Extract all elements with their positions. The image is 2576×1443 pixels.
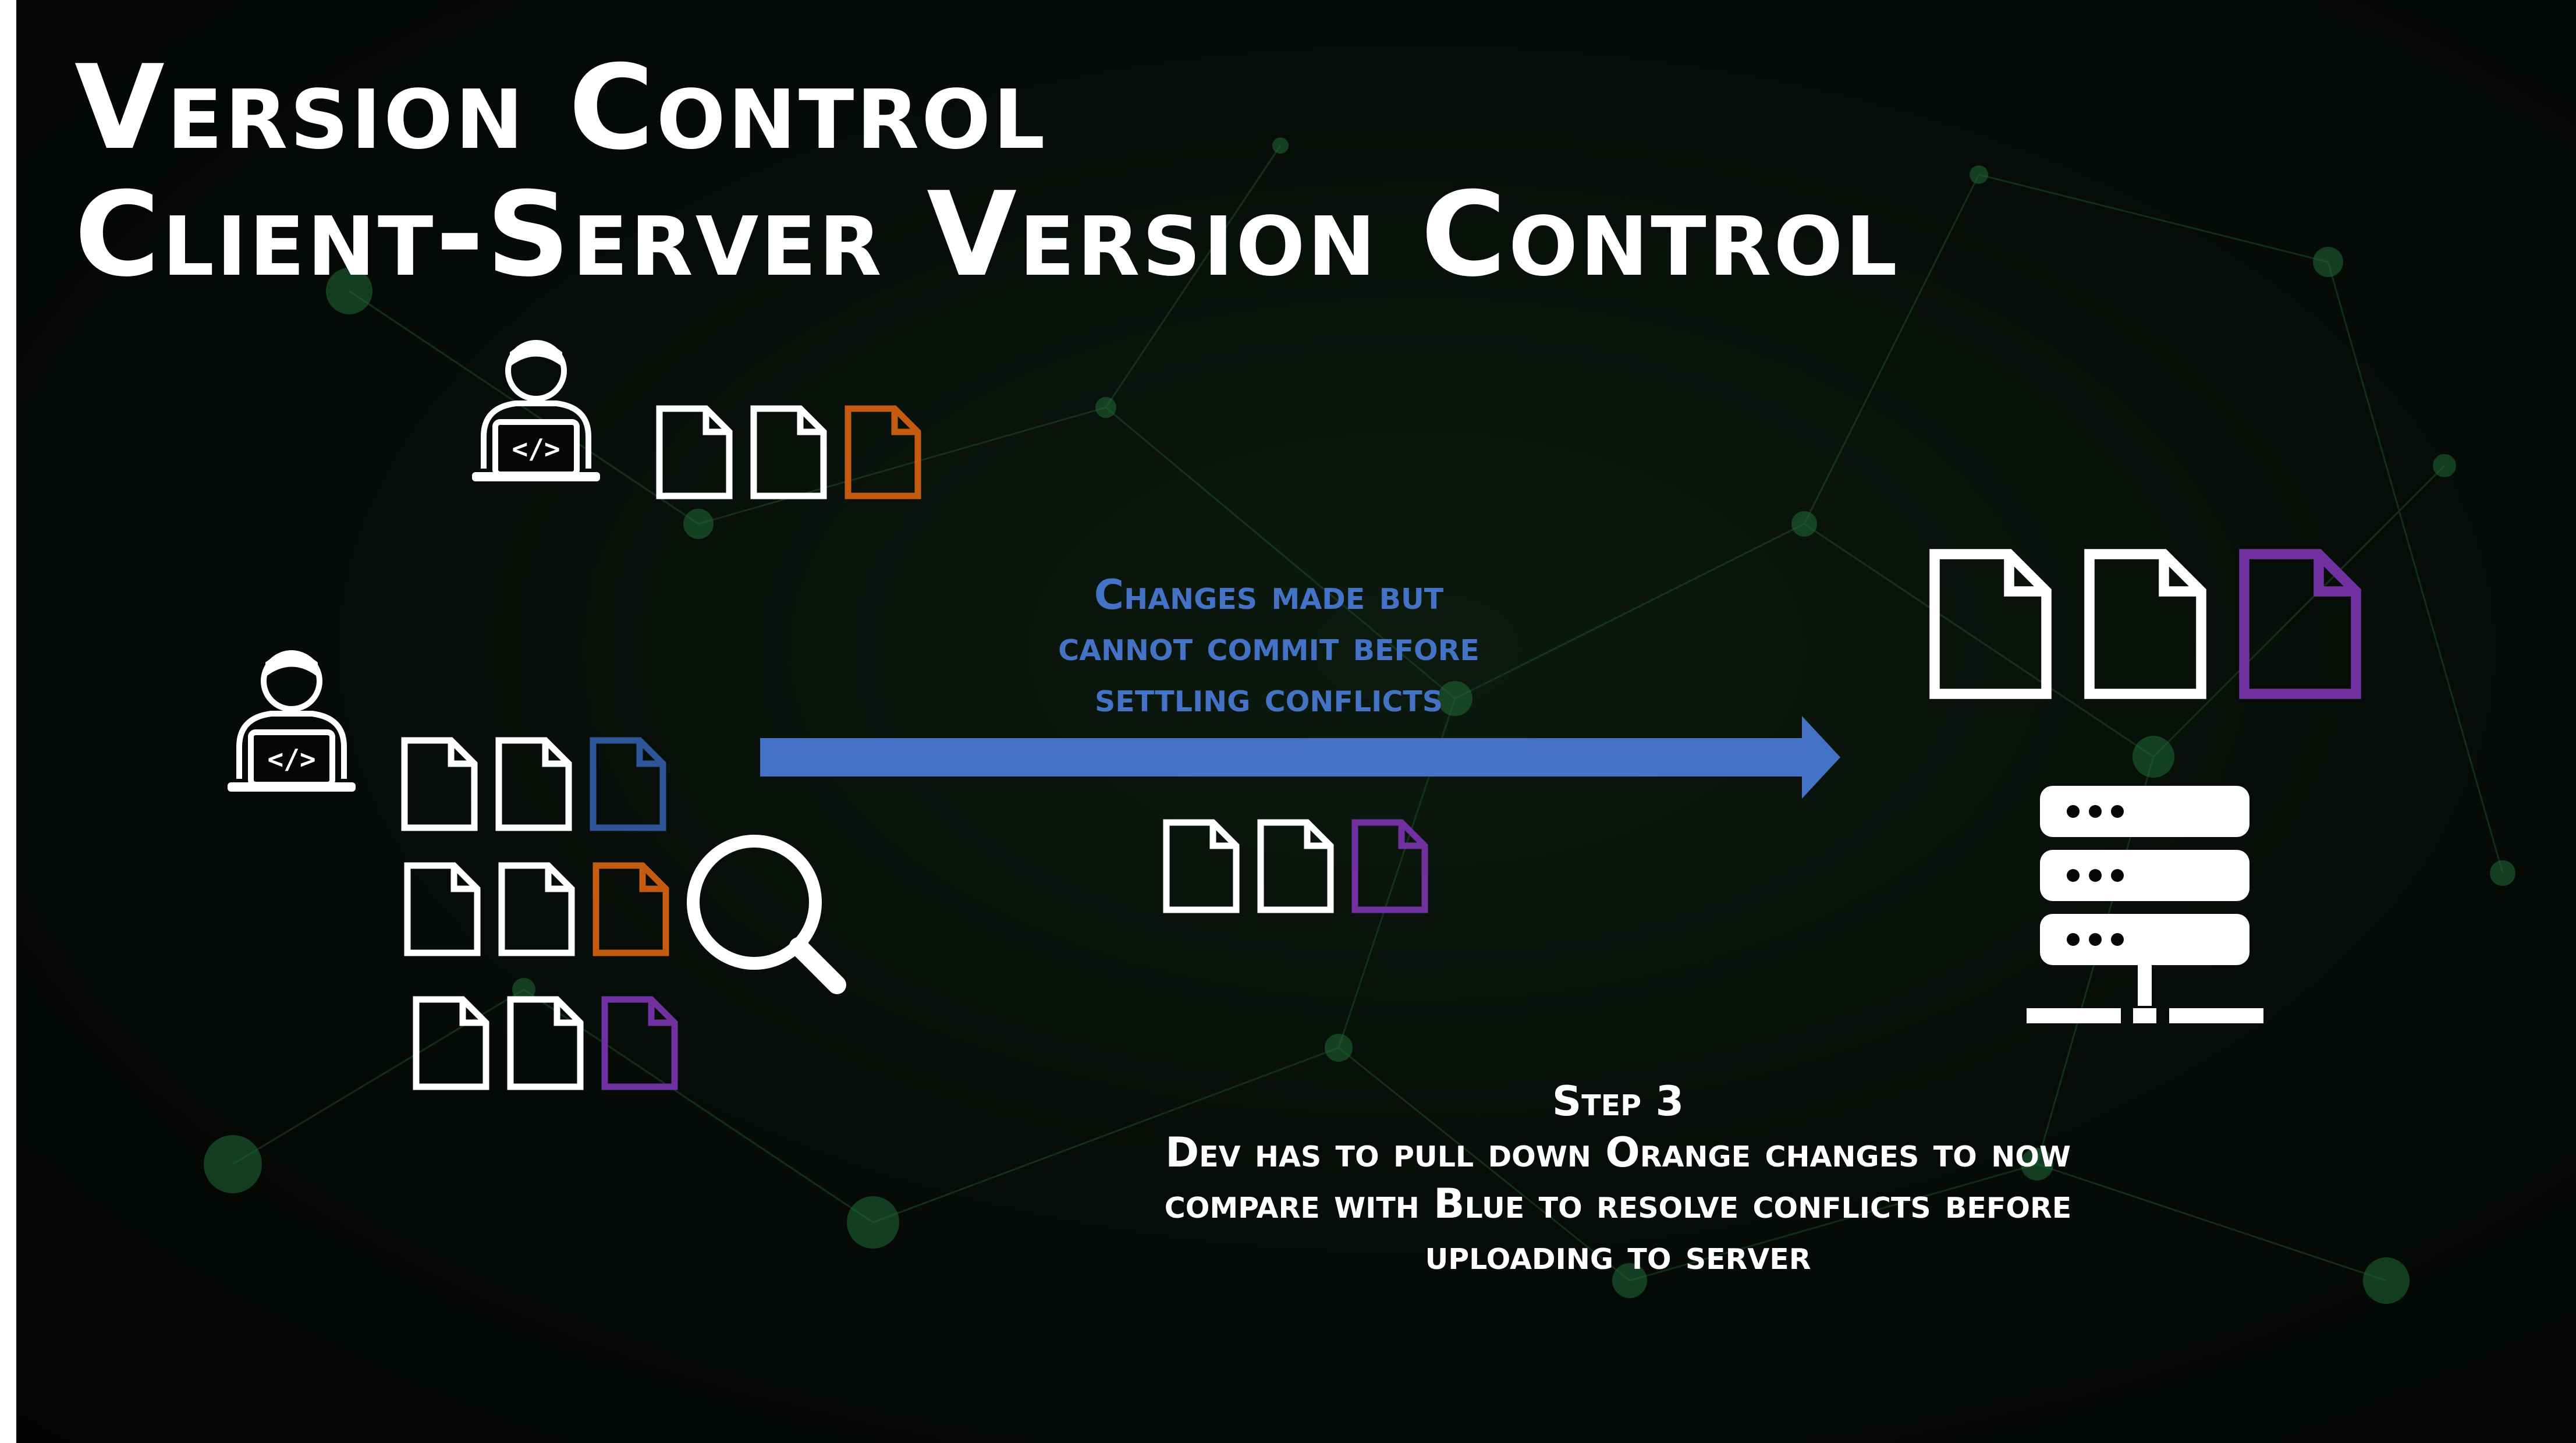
step-description-line: uploading to server xyxy=(1425,1231,1811,1279)
title-line-2: Client-Server Version Control xyxy=(74,167,1900,303)
document-icon xyxy=(407,866,477,953)
server-rack-icon xyxy=(2027,786,2263,1023)
document-icon xyxy=(405,740,474,828)
developer-left-documents-row-3 xyxy=(416,999,675,1087)
step-description-line: Dev has to pull down Orange changes to n… xyxy=(1165,1129,2071,1176)
step-label: Step 3 xyxy=(1552,1077,1684,1125)
developer-left-icon xyxy=(228,653,356,792)
document-icon xyxy=(502,866,572,953)
upload-arrow xyxy=(760,716,1840,799)
document-purple-icon xyxy=(2244,554,2356,694)
document-icon xyxy=(1166,822,1236,910)
document-icon xyxy=(499,740,569,828)
document-orange-icon xyxy=(596,866,666,953)
document-orange-icon xyxy=(848,409,918,496)
document-blue-icon xyxy=(593,740,663,828)
document-purple-icon xyxy=(1355,822,1425,910)
server-documents xyxy=(1935,554,2356,694)
arrow-caption-line: Changes made but xyxy=(1094,571,1444,619)
developer-left-documents-row-1 xyxy=(405,740,663,828)
developer-left-documents-row-2 xyxy=(407,866,666,953)
document-icon xyxy=(2089,554,2201,694)
magnifying-glass-icon xyxy=(687,835,846,994)
in-transit-documents xyxy=(1166,822,1425,910)
title-line-1: Version Control xyxy=(74,40,1048,176)
document-purple-icon xyxy=(605,999,675,1087)
document-icon xyxy=(659,409,729,496)
arrow-caption: Changes made but cannot commit before se… xyxy=(931,569,1606,723)
document-icon xyxy=(754,409,824,496)
developer-top-documents xyxy=(659,409,918,496)
arrow-caption-line: settling conflicts xyxy=(1094,673,1443,721)
document-icon xyxy=(1935,554,2046,694)
step-description-line: compare with Blue to resolve conflicts b… xyxy=(1164,1180,2072,1228)
developer-top-icon xyxy=(472,342,600,482)
document-icon xyxy=(416,999,486,1087)
arrow-caption-line: cannot commit before xyxy=(1058,622,1479,670)
document-icon xyxy=(510,999,580,1087)
step-caption: Step 3 Dev has to pull down Orange chang… xyxy=(989,1076,2247,1281)
slide-edge xyxy=(0,0,16,1443)
document-icon xyxy=(1261,822,1330,910)
